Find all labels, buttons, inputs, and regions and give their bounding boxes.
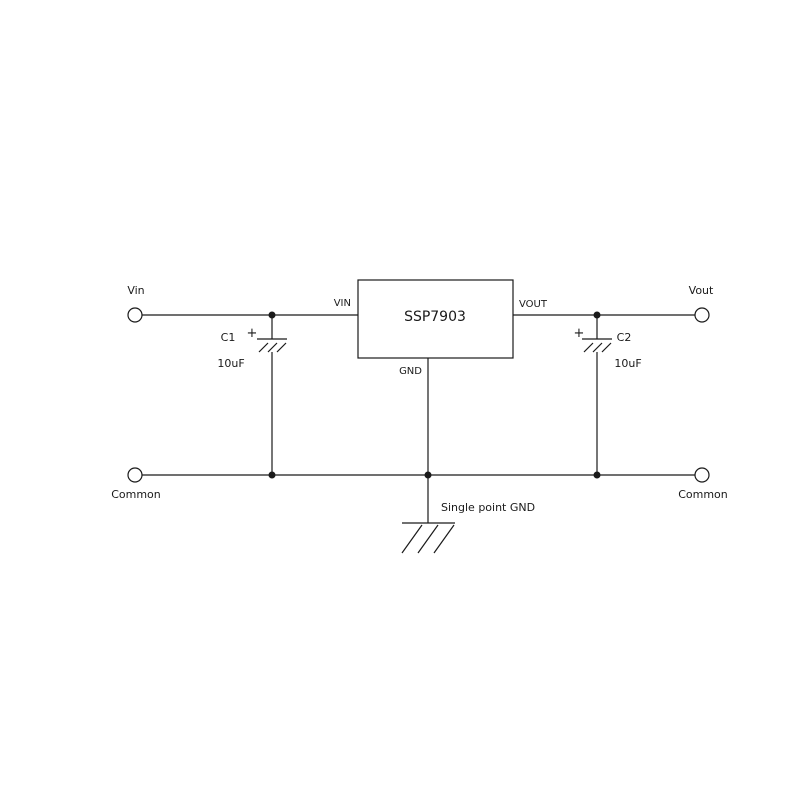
c1-polarity-mark: + xyxy=(247,326,258,341)
junction-c1-bottom xyxy=(268,471,276,479)
c1-value-label: 10uF xyxy=(217,357,244,370)
junction-gnd-bus xyxy=(424,471,432,479)
capacitor-c2: + C2 10uF xyxy=(574,315,642,475)
c1-plate-hatch-2 xyxy=(267,342,278,353)
junctions xyxy=(268,311,601,479)
c2-ref-label: C2 xyxy=(617,331,632,344)
c1-plate-hatch-1 xyxy=(258,342,269,353)
terminal-vout: Vout xyxy=(689,284,714,323)
terminal-vin-label: Vin xyxy=(127,284,144,297)
terminal-common-left-pad xyxy=(127,467,143,483)
regulator-chip: SSP7903 VIN VOUT GND xyxy=(334,279,548,377)
terminal-vin-pad xyxy=(127,307,143,323)
ground-note-label: Single point GND xyxy=(441,501,535,514)
chip-pin-vout-label: VOUT xyxy=(519,299,548,310)
terminal-vin: Vin xyxy=(127,284,145,323)
chip-body xyxy=(357,279,514,359)
chip-pin-gnd-label: GND xyxy=(399,366,422,377)
terminal-common-right-pad xyxy=(694,467,710,483)
ground-hatch-2 xyxy=(417,524,439,554)
ground-symbol: Single point GND xyxy=(401,501,535,554)
chip-pin-vin-label: VIN xyxy=(334,298,351,309)
c2-plate-hatch-3 xyxy=(601,342,612,353)
wires xyxy=(142,314,695,523)
terminal-common-right: Common xyxy=(678,467,728,501)
ground-hatch-3 xyxy=(433,524,455,554)
terminal-common-left: Common xyxy=(111,467,161,501)
terminal-vout-pad xyxy=(694,307,710,323)
junction-c2-top xyxy=(593,311,601,319)
c2-polarity-mark: + xyxy=(574,326,585,341)
c1-plate-hatch-3 xyxy=(276,342,287,353)
ground-hatch-1 xyxy=(401,524,423,554)
terminal-common-left-label: Common xyxy=(111,488,161,501)
c2-plate-hatch-1 xyxy=(583,342,594,353)
junction-c2-bottom xyxy=(593,471,601,479)
terminal-vout-label: Vout xyxy=(689,284,714,297)
c2-plate-hatch-2 xyxy=(592,342,603,353)
c2-value-label: 10uF xyxy=(614,357,641,370)
terminal-common-right-label: Common xyxy=(678,488,728,501)
capacitor-c1: + C1 10uF xyxy=(217,315,287,475)
c1-ref-label: C1 xyxy=(221,331,236,344)
chip-name-label: SSP7903 xyxy=(404,309,466,325)
junction-c1-top xyxy=(268,311,276,319)
